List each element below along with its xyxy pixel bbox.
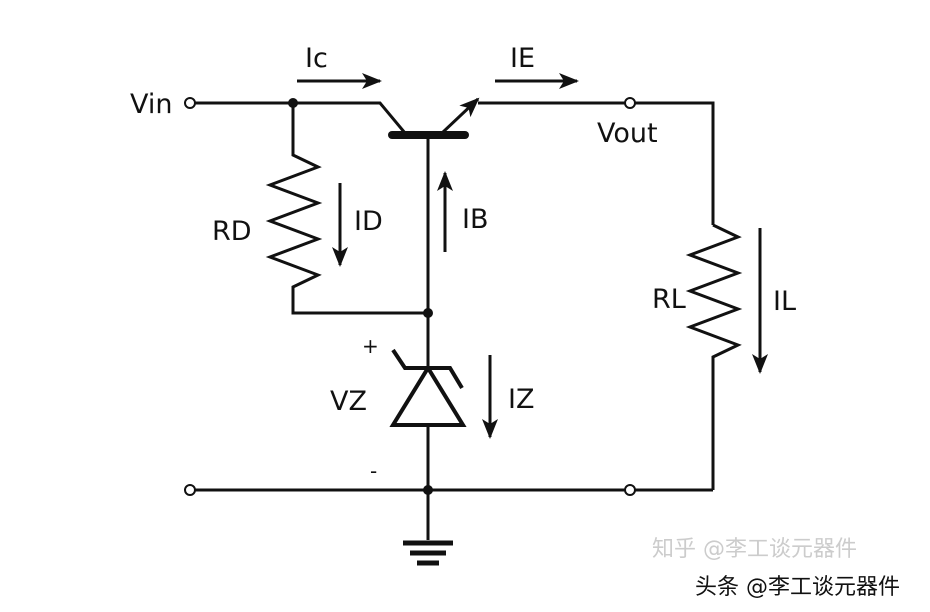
toutiao-watermark: 头条 @李工谈元器件 (695, 575, 900, 600)
top-wire-output (478, 101, 715, 225)
vz-label: VZ (330, 386, 367, 417)
vout-terminal (624, 97, 636, 109)
ie-label: IE (510, 43, 535, 74)
junction-dot (423, 308, 433, 318)
minus-label: - (370, 459, 377, 483)
transistor-emitter (440, 97, 480, 135)
ground-terminal-left (184, 484, 196, 496)
resistor-rl (685, 223, 743, 490)
vout-label: Vout (597, 118, 658, 149)
vin-terminal (184, 97, 196, 109)
plus-label: + (362, 334, 379, 358)
junction-dot (423, 485, 433, 495)
junction-dot (288, 98, 298, 108)
rd-label: RD (212, 216, 252, 247)
resistor-rd (265, 103, 428, 315)
top-wire-input (195, 101, 407, 134)
ground-terminal-right (624, 484, 636, 496)
il-label: IL (773, 286, 796, 317)
ic-label: Ic (305, 43, 328, 74)
rl-label: RL (652, 284, 686, 315)
id-label: ID (354, 206, 383, 237)
ground-symbol (403, 540, 453, 566)
iz-label: IZ (508, 384, 534, 415)
zener-diode (389, 348, 467, 427)
ib-label: IB (462, 204, 489, 235)
zhihu-watermark: 知乎 @李工谈元器件 (652, 537, 857, 562)
vin-label: Vin (130, 89, 173, 120)
